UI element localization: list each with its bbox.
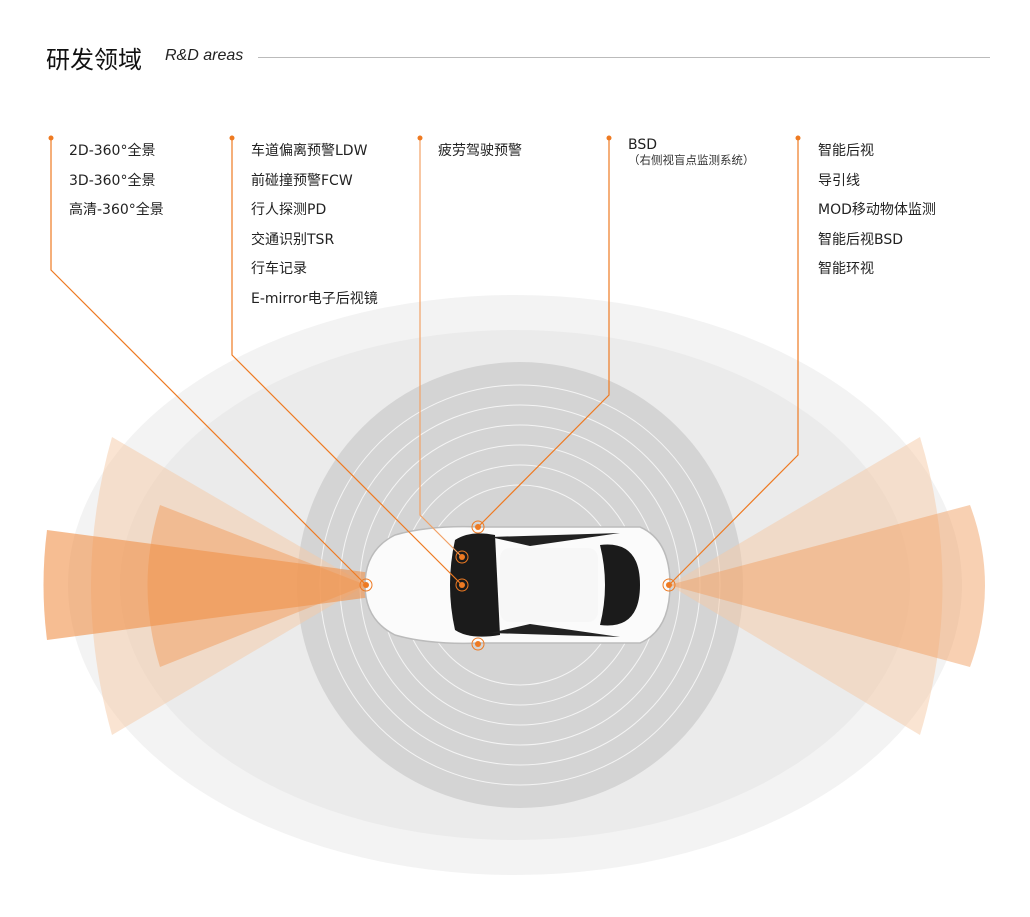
right-mirror-marker <box>471 637 485 651</box>
feature-item: BSD <box>628 137 658 153</box>
leader-dots <box>48 135 801 141</box>
sensor-markers <box>359 520 676 651</box>
feature-item: 行人探测PD <box>251 202 327 218</box>
page-subtitle: R&D areas <box>165 47 244 64</box>
group-adas: 车道偏离预警LDW 前碰撞预警FCW 行人探测PD 交通识别TSR 行车记录 E… <box>251 137 378 314</box>
left-mirror-marker <box>471 520 485 534</box>
feature-item: 车道偏离预警LDW <box>251 143 368 159</box>
feature-note: （右侧视盲点监测系统） <box>628 153 755 167</box>
page-title: 研发领域 <box>46 46 142 74</box>
group-rear-view: 智能后视 导引线 MOD移动物体监测 智能后视BSD 智能环视 <box>818 137 936 285</box>
front-camera-beams <box>43 437 462 735</box>
windshield-camera-marker <box>455 550 469 564</box>
group-bsd: BSD （右侧视盲点监测系统） <box>628 137 755 167</box>
adas-camera-marker <box>455 578 469 592</box>
group-fatigue: 疲劳驾驶预警 <box>438 137 522 167</box>
front-camera-marker <box>359 578 373 592</box>
title-divider <box>258 57 990 58</box>
feature-item: 智能环视 <box>818 261 874 277</box>
feature-item: 高清-360°全景 <box>69 202 164 218</box>
car-top-view <box>364 525 671 645</box>
rear-camera-beams <box>669 437 985 735</box>
feature-item: 前碰撞预警FCW <box>251 172 353 189</box>
feature-item: 2D-360°全景 <box>69 143 156 159</box>
rear-camera-marker <box>662 578 676 592</box>
feature-item: 交通识别TSR <box>251 231 335 248</box>
feature-item: MOD移动物体监测 <box>818 202 936 218</box>
feature-item: E-mirror电子后视镜 <box>251 290 378 307</box>
feature-item: 3D-360°全景 <box>69 172 156 189</box>
feature-item: 行车记录 <box>251 261 307 277</box>
feature-item: 智能后视 <box>818 143 874 159</box>
leader-lines <box>50 138 799 586</box>
feature-item: 疲劳驾驶预警 <box>438 143 522 159</box>
group-surround-view: 2D-360°全景 3D-360°全景 高清-360°全景 <box>69 137 164 226</box>
feature-item: 智能后视BSD <box>818 231 904 248</box>
feature-item: 导引线 <box>818 172 860 189</box>
